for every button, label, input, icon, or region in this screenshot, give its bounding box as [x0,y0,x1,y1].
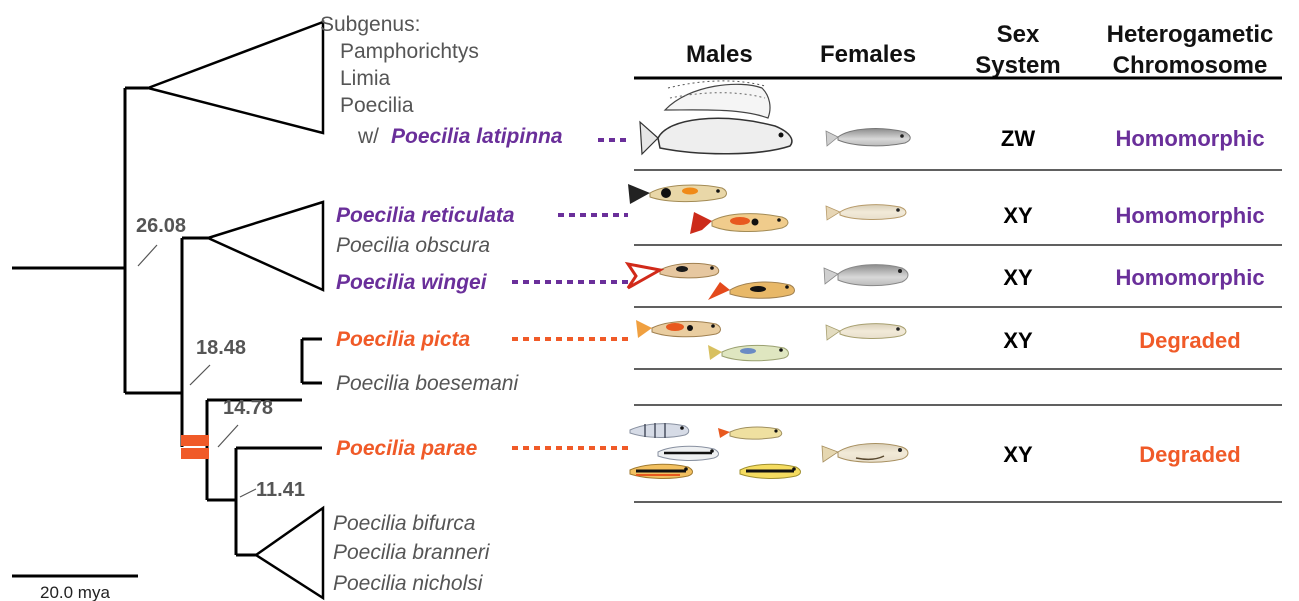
species-label-nicholsi: Poecilia nicholsi [333,572,484,595]
node-age-leader-14 [218,425,238,447]
sex-system-cell: XY [1003,265,1033,290]
column-header-chromosome: Chromosome [1113,52,1268,79]
fish-image-wingei-female [824,265,908,286]
sex-system-cell: XY [1003,328,1033,353]
fish-image-latipinna-female [826,129,910,146]
fish-image-parae-male [630,423,801,478]
fish-image-picta-male [636,320,789,361]
chromosome-cell: Degraded [1139,442,1240,467]
collapsed-clade-subgenus [148,22,323,133]
column-header-chromosome: Heterogametic [1107,21,1274,48]
species-label-bifurca: Poecilia bifurca [333,512,475,535]
species-label-latipinna: Poecilia latipinna [391,125,563,148]
node-age-leader-18 [190,365,210,385]
subgenus-label: Poecilia [340,94,414,117]
fish-image-reticulata-male [628,184,788,234]
collapsed-clade-reticulata [208,202,323,290]
with-prefix: w/ [357,125,379,148]
sex-system-cell: XY [1003,203,1033,228]
fish-image-latipinna-male [640,81,792,154]
fish-image-reticulata-female [826,205,906,220]
column-header-females: Females [820,41,916,68]
node-age-label: 18.48 [196,337,246,359]
chromosome-cell: Homomorphic [1115,126,1264,151]
sex-system-cell: XY [1003,442,1033,467]
scale-bar-label: 20.0 mya [40,583,110,601]
column-header-males: Males [686,41,753,68]
node-age-label: 11.41 [256,479,305,501]
species-label-reticulata: Poecilia reticulata [336,204,515,227]
subgenus-header: Subgenus: [320,13,420,36]
species-label-wingei: Poecilia wingei [336,271,488,294]
species-label-boesemani: Poecilia boesemani [336,372,519,395]
chromosome-cell: Homomorphic [1115,203,1264,228]
species-label-parae: Poecilia parae [336,437,478,460]
column-header-sex-system: System [975,52,1060,79]
fish-image-parae-female [822,444,908,463]
chromosome-cell: Homomorphic [1115,265,1264,290]
chromosome-cell: Degraded [1139,328,1240,353]
node-age-leader-26 [138,245,157,266]
subgenus-label: Pamphorichtys [340,40,479,63]
sex-system-cell: ZW [1001,126,1035,151]
sex-chromosome-origin-marker-lower [181,448,209,459]
species-label-branneri: Poecilia branneri [333,541,491,564]
fish-image-wingei-male [628,263,795,300]
node-age-leader-11 [240,489,256,497]
column-header-sex-system: Sex [997,21,1040,48]
sex-chromosome-origin-marker [181,435,209,446]
species-label-obscura: Poecilia obscura [336,234,490,257]
species-label-picta: Poecilia picta [336,328,471,351]
node-age-label: 26.08 [136,215,186,237]
collapsed-clade-bifurca [256,508,323,598]
fish-image-picta-female [826,324,906,340]
subgenus-label: Limia [340,67,391,90]
node-age-label: 14.78 [223,397,273,419]
